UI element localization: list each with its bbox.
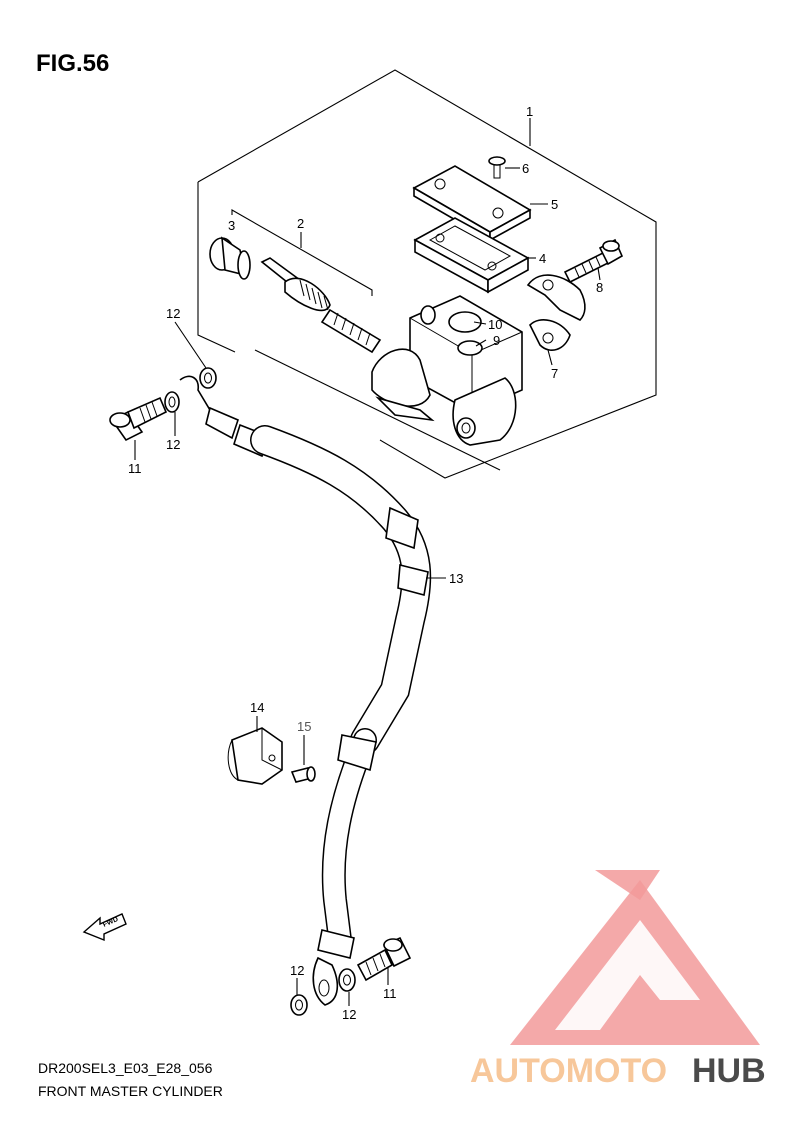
- callout-12-lower-b: 12: [342, 1007, 356, 1022]
- upper-banjo-bolt: [109, 396, 168, 460]
- callout-12-upper-a: 12: [166, 306, 180, 321]
- callout-11-lower: 11: [383, 986, 397, 1001]
- callout-3: 3: [228, 218, 235, 233]
- callout-6: 6: [522, 161, 529, 176]
- watermark-text-1: AUTOMOTO: [470, 1052, 667, 1090]
- piston-spring: [260, 257, 382, 354]
- boot-part: [209, 236, 251, 280]
- callout-14: 14: [250, 700, 264, 715]
- lower-washers: [290, 968, 356, 1016]
- callout-7: 7: [551, 366, 558, 381]
- assembly-outline: [197, 69, 657, 479]
- callout-4: 4: [539, 251, 546, 266]
- clamp-bolt: [563, 238, 624, 284]
- hose-clamp: [227, 716, 283, 785]
- callout-5: 5: [551, 197, 558, 212]
- callout-labels: 1 2 3 4 5 6 7 8 9 10 11 12 12 13 14 15 1…: [128, 104, 603, 1022]
- callout-9: 9: [493, 333, 500, 348]
- fwd-arrow-icon: FWD: [82, 913, 127, 942]
- callout-12-lower-a: 12: [290, 963, 304, 978]
- master-cylinder-body: [371, 295, 523, 446]
- lower-banjo-bolt: [356, 936, 412, 985]
- piston-bracket: [231, 209, 373, 296]
- watermark-logo: AUTOMOTO HUB: [470, 870, 766, 1090]
- holder-clamp: [526, 274, 586, 366]
- callout-13: 13: [449, 571, 463, 586]
- cap-screw: [488, 156, 520, 179]
- upper-washers: [164, 321, 217, 436]
- callout-10: 10: [488, 317, 502, 332]
- watermark-text-2: HUB: [692, 1052, 766, 1090]
- callout-8: 8: [596, 280, 603, 295]
- callout-15: 15: [297, 719, 311, 734]
- figure-description: FRONT MASTER CYLINDER: [38, 1083, 223, 1099]
- callout-12-upper-b: 12: [166, 437, 180, 452]
- callout-1: 1: [526, 104, 533, 119]
- figure-title: FIG.56: [36, 50, 110, 77]
- callout-11-upper: 11: [128, 461, 142, 476]
- brake-hose: [179, 375, 446, 1006]
- clamp-screw: [290, 735, 316, 783]
- callout-2: 2: [297, 216, 304, 231]
- diaphragm: [413, 217, 536, 294]
- model-code: DR200SEL3_E03_E28_056: [38, 1060, 213, 1076]
- leaders-9-10: [473, 321, 487, 347]
